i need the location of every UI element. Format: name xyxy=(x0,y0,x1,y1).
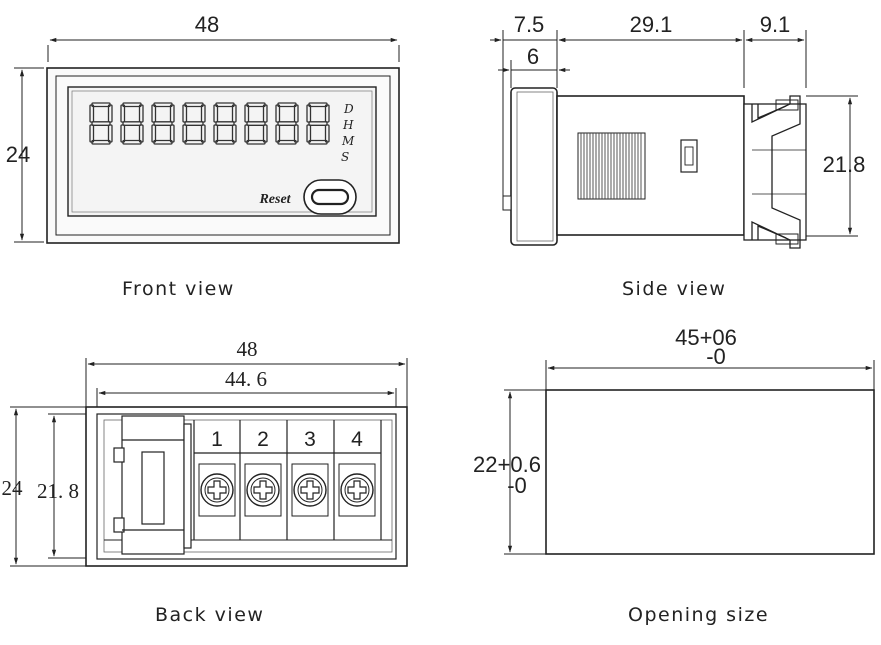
front-bezel-inner xyxy=(55,75,391,236)
unit-d: D xyxy=(343,102,354,116)
opening-width-label: 45+06 xyxy=(675,325,737,350)
back-width-outer-label: 48 xyxy=(237,337,258,361)
back-view: 48 44. 6 24 21. 8 xyxy=(2,337,408,567)
side-view-caption: Side view xyxy=(622,278,727,300)
side-body-depth-label: 29.1 xyxy=(630,12,673,37)
terminal-number-1: 1 xyxy=(211,428,223,451)
side-front-depth-label: 7.5 xyxy=(514,12,545,37)
unit-h: H xyxy=(342,118,354,132)
side-height-label: 21.8 xyxy=(823,152,866,177)
side-clip xyxy=(680,139,698,173)
side-view: 7.5 29.1 9.1 6 xyxy=(490,12,866,249)
front-height-label: 24 xyxy=(6,142,30,167)
unit-m: M xyxy=(341,134,355,148)
opening-size-caption: Opening size xyxy=(628,604,770,626)
terminal-number-4: 4 xyxy=(351,428,363,451)
terminal-number-2: 2 xyxy=(257,428,269,451)
reset-label: Reset xyxy=(258,192,291,207)
back-height-outer-label: 24 xyxy=(2,476,24,500)
front-view-caption: Front view xyxy=(122,278,235,300)
back-height-inner-label: 21. 8 xyxy=(37,479,79,503)
panel-cutout xyxy=(545,389,875,555)
vent-grille xyxy=(577,132,646,200)
reset-button[interactable] xyxy=(303,179,357,215)
opening-height-tolerance: -0 xyxy=(507,473,527,498)
side-rear-depth-label: 9.1 xyxy=(760,12,791,37)
terminal-block xyxy=(193,420,382,540)
terminal-number-3: 3 xyxy=(304,428,316,451)
opening-width-tolerance: -0 xyxy=(706,344,726,369)
unit-letters: D H M S xyxy=(341,102,355,164)
side-bezel-depth-label: 6 xyxy=(527,44,539,69)
back-bracket xyxy=(113,415,192,555)
opening-height-label: 22+0.6 xyxy=(473,452,541,477)
unit-s: S xyxy=(341,150,349,164)
back-view-caption: Back view xyxy=(155,604,265,626)
back-width-inner-label: 44. 6 xyxy=(225,367,267,391)
opening-size-view: 45+06 -0 22+0.6 -0 xyxy=(473,325,875,555)
rear-bracket xyxy=(743,95,807,249)
front-width-label: 48 xyxy=(195,12,219,37)
front-view: 48 24 D H M S Reset xyxy=(6,12,400,244)
side-bezel xyxy=(510,87,558,246)
side-knob xyxy=(502,195,512,211)
